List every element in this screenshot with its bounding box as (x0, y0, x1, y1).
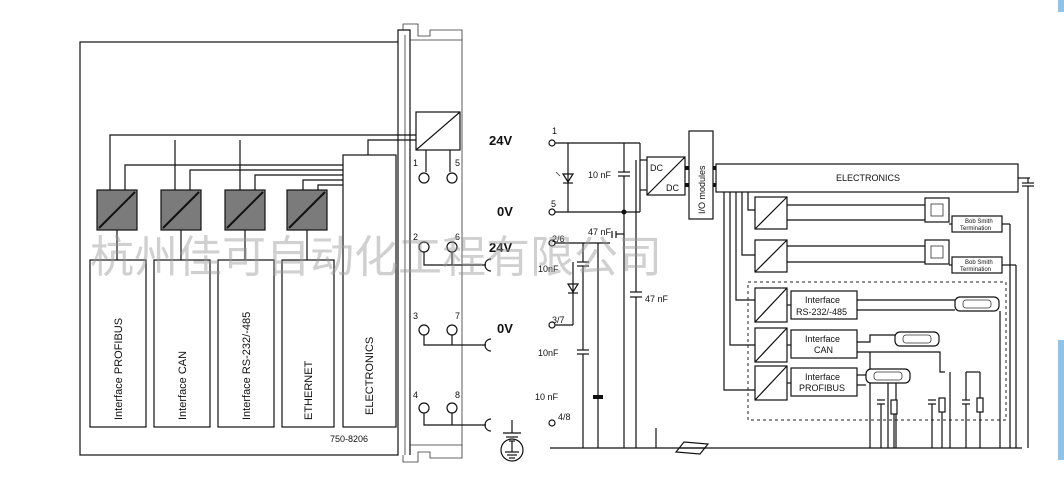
label-24v-top: 24V (489, 133, 512, 148)
signal-lines (723, 192, 755, 391)
electronics-bar: ELECTRONICS (715, 163, 1034, 448)
block-can: Interface CAN (153, 259, 211, 428)
svg-text:2/6: 2/6 (552, 234, 565, 244)
svg-text:Bob Smith: Bob Smith (965, 260, 993, 266)
svg-text:3: 3 (413, 311, 418, 321)
svg-text:Interface: Interface (805, 334, 840, 344)
dc-dc-converter: DC DC (646, 156, 691, 196)
svg-text:4: 4 (413, 390, 418, 400)
label-0v-bottom: 0V (497, 321, 513, 336)
part-number: 750-8206 (330, 434, 368, 444)
interface-profibus: Interface PROFIBUS (754, 365, 911, 448)
converter-1 (96, 189, 138, 260)
svg-text:10nF: 10nF (538, 264, 559, 274)
svg-text:Interface PROFIBUS: Interface PROFIBUS (113, 318, 125, 420)
svg-text:CAN: CAN (814, 345, 833, 355)
contacts: 1 5 2 6 3 7 4 8 (413, 158, 492, 432)
svg-text:1: 1 (552, 126, 557, 136)
svg-text:DC: DC (666, 183, 679, 193)
svg-text:3/7: 3/7 (552, 315, 565, 325)
module-housing (79, 23, 463, 463)
ground-bus (550, 428, 1022, 455)
svg-text:ELECTRONICS: ELECTRONICS (364, 337, 376, 415)
svg-text:8: 8 (455, 390, 460, 400)
svg-text:RS-232/-485: RS-232/-485 (796, 307, 847, 317)
converter-3 (224, 189, 266, 260)
watermark: 杭州佳可自动化工程有限公司 (90, 232, 662, 283)
svg-text:Interface RS-232/-485: Interface RS-232/-485 (241, 312, 253, 420)
svg-text:Interface: Interface (805, 295, 840, 305)
rail-converter (415, 111, 461, 172)
svg-text:Interface CAN: Interface CAN (177, 351, 189, 420)
interface-group (747, 281, 1007, 421)
svg-text:10 nF: 10 nF (588, 170, 612, 180)
svg-text:6: 6 (455, 232, 460, 242)
block-electronics: ELECTRONICS (342, 154, 397, 428)
interface-rs232: Interface RS-232/-485 (754, 287, 1000, 323)
svg-text:10nF: 10nF (538, 348, 559, 358)
svg-text:2: 2 (413, 232, 418, 242)
svg-text:5: 5 (455, 158, 460, 168)
label-0v-top: 0V (497, 204, 513, 219)
svg-text:4/8: 4/8 (558, 412, 571, 422)
converter-2 (160, 189, 202, 260)
io-modules-block: I/O modules (688, 130, 719, 220)
svg-text:47 nF: 47 nF (645, 294, 669, 304)
ethernet-port-2: Bob Smith Termination (754, 239, 1017, 448)
svg-text:7: 7 (455, 311, 460, 321)
converter-4 (286, 189, 328, 260)
svg-text:47 nF: 47 nF (588, 227, 612, 237)
schematic-power: 1 5 10 nF (548, 126, 647, 216)
svg-text:ELECTRONICS: ELECTRONICS (836, 173, 900, 183)
svg-text:DC: DC (650, 163, 663, 173)
svg-text:Termination: Termination (960, 226, 991, 232)
svg-text:1: 1 (413, 158, 418, 168)
svg-text:10 nF: 10 nF (535, 392, 559, 402)
edge-tab-side (1058, 340, 1064, 460)
svg-text:5: 5 (551, 199, 556, 209)
svg-text:Bob Smith: Bob Smith (965, 219, 993, 225)
edge-tab-top (1058, 0, 1064, 12)
svg-text:Interface: Interface (805, 372, 840, 382)
svg-text:Termination: Termination (960, 267, 991, 273)
block-profibus: Interface PROFIBUS (89, 259, 147, 428)
schematic-caps: 47 nF 2/6 47 nF 10nF 3/7 10nF 10 nF 4/8 (535, 160, 669, 448)
termination-components (877, 311, 1001, 448)
interface-can: Interface CAN (754, 327, 951, 448)
label-24v-bottom: 24V (489, 240, 512, 255)
block-rs232: Interface RS-232/-485 (217, 259, 275, 428)
internal-bus (109, 134, 416, 190)
ground-icon (500, 420, 524, 462)
ethernet-port-1: Bob Smith Termination (754, 196, 1011, 448)
svg-text:I/O modules: I/O modules (697, 165, 707, 214)
svg-text:PROFIBUS: PROFIBUS (799, 383, 845, 393)
block-ethernet: ETHERNET (281, 259, 335, 428)
svg-text:ETHERNET: ETHERNET (303, 360, 315, 420)
